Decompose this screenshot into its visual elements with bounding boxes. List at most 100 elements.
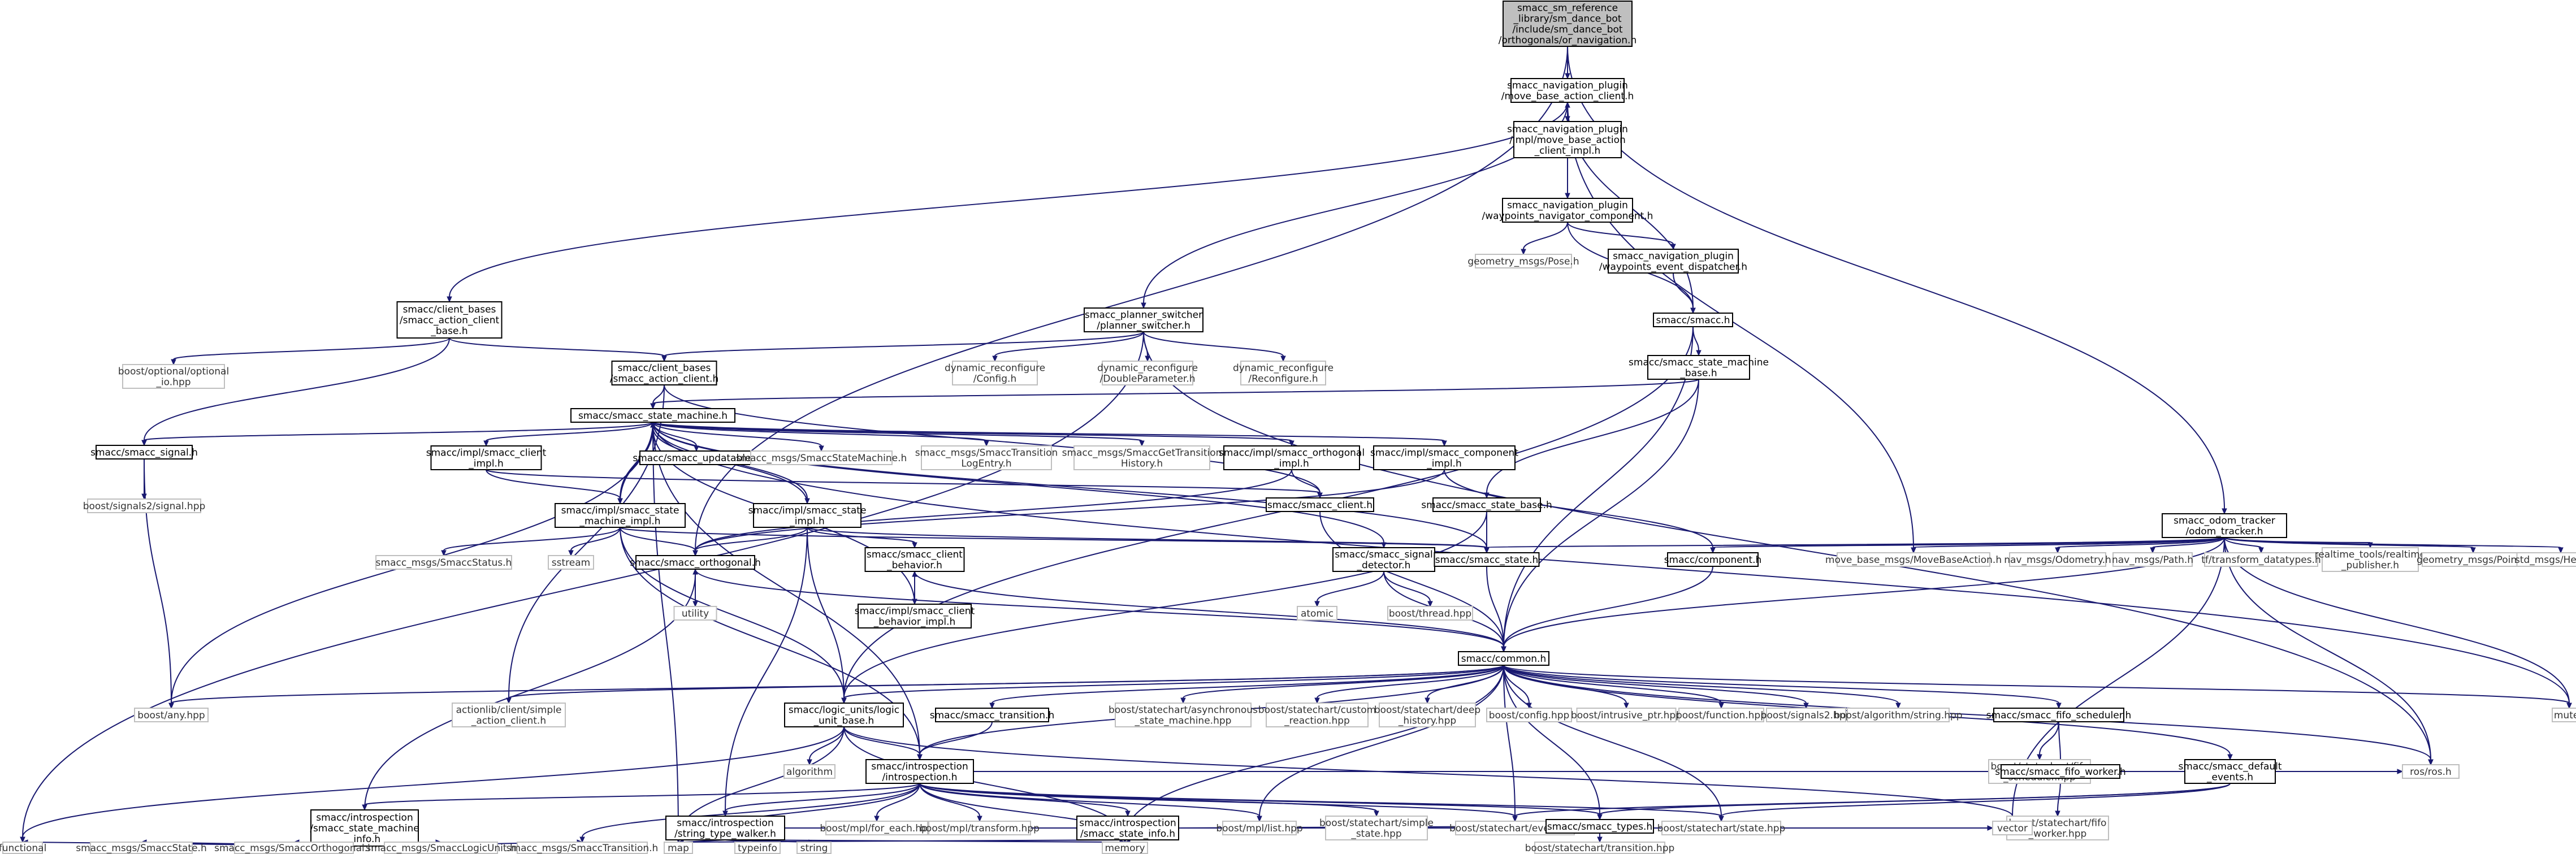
node-memory[interactable]: memory xyxy=(1102,842,1148,854)
node-dyn-config[interactable]: dynamic_reconfigure/Config.h xyxy=(945,361,1045,385)
node-client-behavior[interactable]: smacc/smacc_client_behavior.h xyxy=(864,547,965,572)
node-string[interactable]: string xyxy=(796,842,832,854)
node-map[interactable]: map xyxy=(664,842,693,854)
node-tf-types[interactable]: tf/transform_datatypes.h xyxy=(2201,552,2321,567)
node-type-walker[interactable]: smacc/introspection/string_type_walker.h xyxy=(665,816,785,840)
node-common[interactable]: smacc/common.h xyxy=(1458,651,1549,666)
node-introspection[interactable]: smacc/introspection/introspection.h xyxy=(865,759,974,784)
node-smacc-h[interactable]: smacc/smacc.h xyxy=(1653,313,1733,327)
node-fifo-scheduler[interactable]: smacc/smacc_fifo_scheduler.h xyxy=(1986,708,2132,722)
node-orthogonal-impl[interactable]: smacc/impl/smacc_orthogonal_impl.h xyxy=(1219,445,1365,470)
node-utility[interactable]: utility xyxy=(673,606,717,621)
node-boost-thread[interactable]: boost/thread.hpp xyxy=(1387,606,1473,621)
node-nav-path[interactable]: nav_msgs/Path.h xyxy=(2112,552,2193,567)
node-smacc-signal[interactable]: smacc/smacc_signal.h xyxy=(90,445,198,459)
node-orthogonal[interactable]: smacc/smacc_orthogonal.h xyxy=(630,555,761,570)
node-sm-info[interactable]: smacc/introspection/smacc_state_machine_… xyxy=(310,809,419,847)
node-geo-point[interactable]: geometry_msgs/Point.h xyxy=(2417,552,2530,567)
node-label: _info.h xyxy=(348,834,380,845)
node-smacc-transition[interactable]: smacc/smacc_transition.h xyxy=(930,708,1054,722)
node-client-impl[interactable]: smacc/impl/smacc_client_impl.h xyxy=(426,445,547,470)
node-label: smacc_msgs/SmaccTransition xyxy=(915,448,1058,459)
node-waypoints-nav[interactable]: smacc_navigation_plugin/waypoints_naviga… xyxy=(1482,198,1653,223)
node-typeinfo[interactable]: typeinfo xyxy=(734,842,781,854)
node-smacc-state[interactable]: smacc/smacc_state.h xyxy=(1434,552,1540,567)
node-deep-history[interactable]: boost/statechart/deep_history.hpp xyxy=(1374,703,1480,727)
node-smacc-client[interactable]: smacc/smacc_client.h xyxy=(1266,497,1374,512)
node-geometry-pose[interactable]: geometry_msgs/Pose.h xyxy=(1467,254,1579,268)
node-nav-odom[interactable]: nav_msgs/Odometry.h xyxy=(2004,552,2111,567)
node-fifo-worker-hpp[interactable]: boost/statechart/fifo_worker.hpp xyxy=(2006,816,2109,840)
node-msg-lu[interactable]: smacc_msgs/SmaccLogicUnit.h xyxy=(366,842,516,854)
node-waypoints-disp[interactable]: smacc_navigation_plugin/waypoints_event_… xyxy=(1599,249,1747,274)
node-nav-client-impl[interactable]: smacc_navigation_plugin/impl/move_base_a… xyxy=(1507,121,1628,158)
node-sm-impl[interactable]: smacc/impl/smacc_state_machine_impl.h xyxy=(555,503,686,528)
edge-waypoints_nav-to-geometry_pose xyxy=(1521,222,1568,255)
node-mpl-for-each[interactable]: boost/mpl/for_each.hpp xyxy=(820,821,934,835)
node-odom-tracker[interactable]: smacc_odom_tracker/odom_tracker.h xyxy=(2162,513,2287,538)
node-roscpp[interactable]: ros/ros.h xyxy=(2402,764,2460,779)
node-planner-switcher[interactable]: smacc_planner_switcher/planner_switcher.… xyxy=(1084,307,1203,332)
node-updatable[interactable]: smacc/smacc_updatable.h xyxy=(633,450,760,465)
node-signals2[interactable]: boost/signals2.hpp xyxy=(1761,708,1852,722)
node-functional[interactable]: functional xyxy=(0,842,46,854)
node-sstream[interactable]: sstream xyxy=(548,555,594,570)
node-atomic[interactable]: atomic xyxy=(1297,606,1337,621)
node-msg-sm[interactable]: smacc_msgs/SmaccStateMachine.h xyxy=(736,450,907,465)
node-algo-string[interactable]: boost/algorithm/string.hpp xyxy=(1834,708,1963,722)
node-rt-pub[interactable]: realtime_tools/realtime_publisher.h xyxy=(2315,547,2426,572)
node-signal-detector[interactable]: smacc/smacc_signal_detector.h xyxy=(1332,547,1435,572)
node-label: smacc_msgs/SmaccTransition.h xyxy=(506,843,659,854)
node-client-behavior-impl[interactable]: smacc/impl/smacc_client_behavior_impl.h xyxy=(855,604,975,628)
node-label: typeinfo xyxy=(738,843,777,854)
node-boost-any[interactable]: boost/any.hpp xyxy=(134,708,209,722)
node-async-sm[interactable]: boost/statechart/asynchronous_state_mach… xyxy=(1109,703,1258,727)
node-dyn-double[interactable]: dynamic_reconfigure/DoubleParameter.h xyxy=(1097,361,1198,385)
node-boost-optional[interactable]: boost/optional/optional_io.hpp xyxy=(118,364,229,389)
node-logic-unit-base[interactable]: smacc/logic_units/logic_unit_base.h xyxy=(784,703,904,727)
node-label: smacc/logic_units/logic xyxy=(789,705,899,716)
node-label: smacc/smacc_client xyxy=(867,549,963,561)
node-nav-client[interactable]: smacc_navigation_plugin/move_base_action… xyxy=(1501,78,1634,103)
node-fifo-worker[interactable]: smacc/smacc_fifo_worker.h xyxy=(1995,764,2126,779)
edge-odom_tracker-to-tf_types xyxy=(2224,537,2264,554)
node-mutex[interactable]: mutex xyxy=(2552,708,2576,722)
node-box xyxy=(865,759,974,784)
node-state-machine-base[interactable]: smacc/smacc_state_machine_base.h xyxy=(1629,355,1769,380)
node-state-hpp[interactable]: boost/statechart/state.hpp xyxy=(1657,821,1786,835)
node-mpl-list[interactable]: boost/mpl/list.hpp xyxy=(1216,821,1303,835)
node-intrusive-ptr[interactable]: boost/intrusive_ptr.hpp xyxy=(1571,708,1682,722)
node-custom-reaction[interactable]: boost/statechart/custom_reaction.hpp xyxy=(1258,703,1376,727)
node-component-impl[interactable]: smacc/impl/smacc_component_impl.h xyxy=(1370,445,1518,470)
node-state-info[interactable]: smacc/introspection/smacc_state_info.h xyxy=(1076,816,1179,840)
node-boost-config[interactable]: boost/config.hpp xyxy=(1486,708,1572,722)
node-default-events[interactable]: smacc/smacc_default_events.h xyxy=(2178,759,2282,784)
node-label: boost/config.hpp xyxy=(1489,710,1570,721)
node-mpl-transform[interactable]: boost/mpl/transform.hpp xyxy=(920,821,1040,835)
node-signal-hpp[interactable]: boost/signals2/signal.hpp xyxy=(83,498,206,513)
node-transition-hpp[interactable]: boost/statechart/transition.hpp xyxy=(1525,842,1675,854)
node-simple-state[interactable]: boost/statechart/simple_state.hpp xyxy=(1319,816,1434,840)
node-vector[interactable]: vector xyxy=(1992,821,2033,835)
node-label: boost/optional/optional xyxy=(118,366,229,378)
node-root[interactable]: smacc_sm_reference_library/sm_dance_bot/… xyxy=(1499,1,1636,47)
node-move-base-msgs[interactable]: move_base_msgs/MoveBaseAction.h xyxy=(1825,552,2002,567)
node-client-bases-base[interactable]: smacc/client_bases/smacc_action_client_b… xyxy=(396,301,503,339)
node-component[interactable]: smacc/component.h xyxy=(1664,552,1762,567)
node-client-bases[interactable]: smacc/client_bases/smacc_action_client.h xyxy=(610,361,718,385)
node-boost-function[interactable]: boost/function.hpp xyxy=(1676,708,1767,722)
node-simple-client[interactable]: actionlib/client/simple_action_client.h xyxy=(452,703,566,727)
node-state-impl[interactable]: smacc/impl/smacc_state_impl.h xyxy=(748,503,867,528)
node-smacc-types[interactable]: smacc/smacc_types.h xyxy=(1545,819,1654,834)
node-dyn-reconf[interactable]: dynamic_reconfigure/Reconfigure.h xyxy=(1233,361,1334,385)
node-state-machine[interactable]: smacc/smacc_state_machine.h xyxy=(570,408,735,423)
node-state-base[interactable]: smacc/smacc_state_base.h xyxy=(1421,497,1552,512)
node-msg-state[interactable]: smacc_msgs/SmaccState.h xyxy=(76,842,207,854)
node-algorithm[interactable]: algorithm xyxy=(783,764,835,779)
node-msg-trans[interactable]: smacc_msgs/SmaccTransition.h xyxy=(506,842,659,854)
node-msg-orth[interactable]: smacc_msgs/SmaccOrthogonal.h xyxy=(214,842,374,854)
node-std-header[interactable]: std_msgs/Header.h xyxy=(2515,552,2576,567)
node-msg-status[interactable]: smacc_msgs/SmaccStatus.h xyxy=(375,555,512,570)
